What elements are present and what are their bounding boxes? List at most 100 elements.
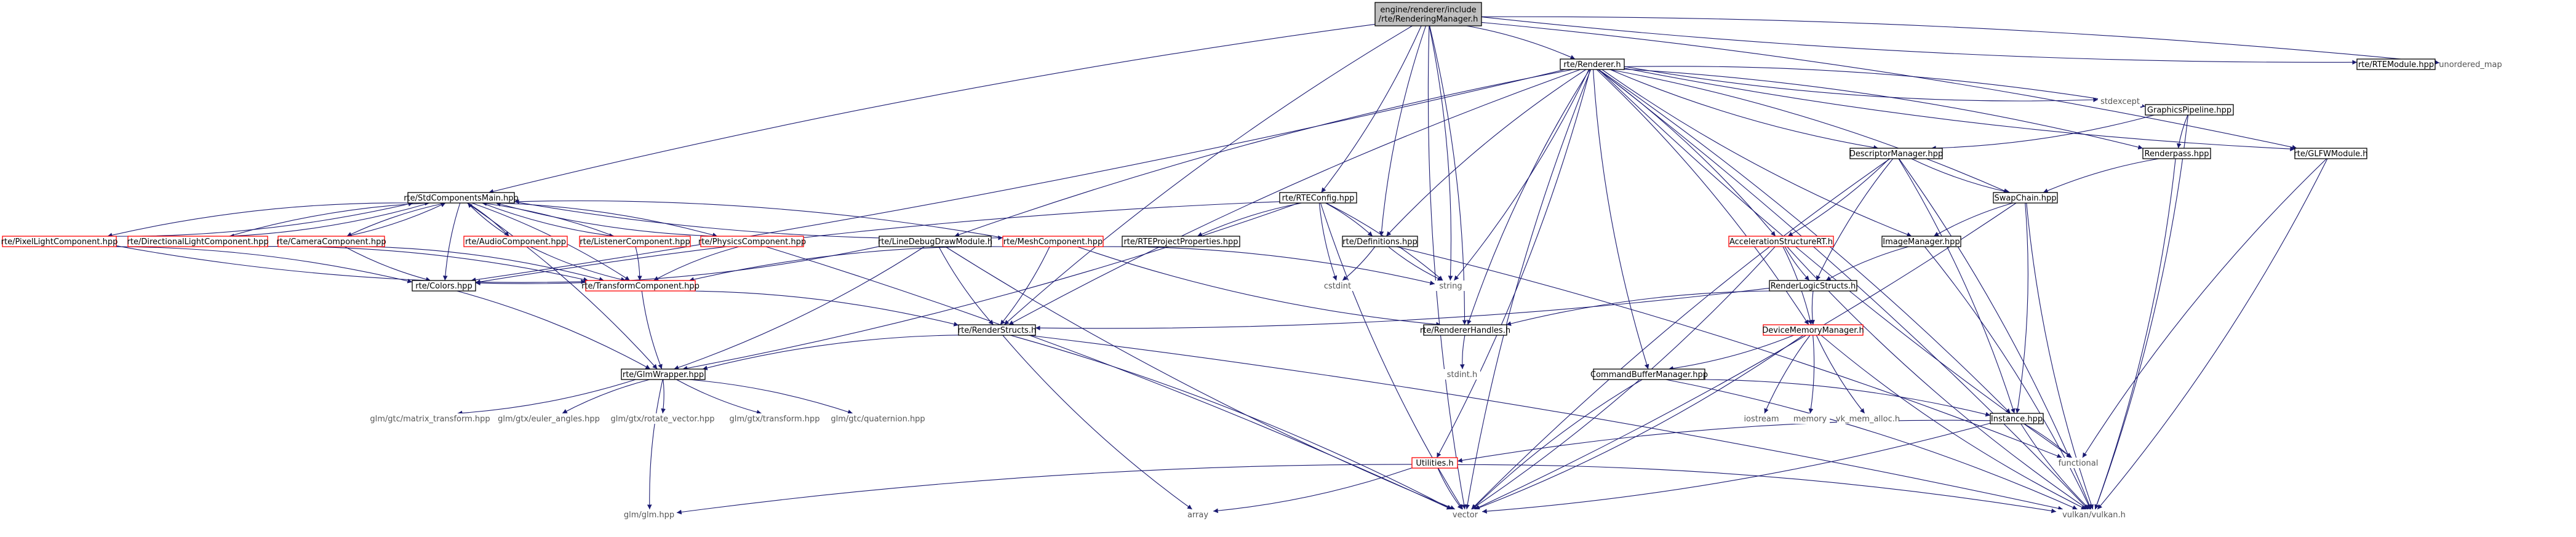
node-renderlogicstructs[interactable]: RenderLogicStructs.h bbox=[1769, 280, 1857, 292]
edge-renderlogicstructs-to-renderstructs bbox=[1035, 287, 1770, 331]
node-devicememory[interactable]: DeviceMemoryManager.h bbox=[1762, 324, 1864, 336]
node-listener[interactable]: rte/ListenerComponent.hpp bbox=[579, 236, 691, 247]
edge-utilities-to-array bbox=[1213, 467, 1413, 514]
node-root[interactable]: engine/renderer/include/rte/RenderingMan… bbox=[1374, 2, 1482, 26]
node-commandbuffer[interactable]: CommandBufferManager.hpp bbox=[1590, 368, 1708, 380]
node-label: string bbox=[1439, 282, 1462, 291]
node-box bbox=[1182, 509, 1213, 520]
edge-linedebug-to-renderstructs bbox=[938, 246, 994, 325]
node-mesh[interactable]: rte/MeshComponent.hpp bbox=[1002, 236, 1104, 247]
node-pixellight[interactable]: rte/PixelLightComponent.hpp bbox=[1, 236, 118, 247]
edge-root-to-rendererhandles bbox=[1429, 25, 1467, 325]
node-label: engine/renderer/include bbox=[1380, 6, 1476, 15]
edge-devicememory-to-vulkan bbox=[1820, 335, 2086, 510]
node-graphicspipeline[interactable]: GraphicsPipeline.hpp bbox=[2145, 104, 2234, 116]
node-renderpass[interactable]: Renderpass.hpp bbox=[2142, 148, 2211, 159]
edge-stdcomponents-to-glmwrapper bbox=[466, 202, 658, 370]
node-box bbox=[1560, 58, 1625, 70]
node-transform[interactable]: rte/TransformComponent.hpp bbox=[581, 280, 700, 292]
edge-glmwrapper-to-euler_angles bbox=[562, 379, 650, 414]
edge-renderer-to-functional bbox=[1598, 69, 2072, 458]
edge-descriptormanager-to-instance bbox=[1898, 158, 2016, 414]
node-accelerationstructure[interactable]: AccelerationStructureRT.h bbox=[1728, 236, 1834, 247]
node-box bbox=[2, 236, 117, 247]
node-colors[interactable]: rte/Colors.hpp bbox=[412, 280, 476, 292]
node-glmwrapper[interactable]: rte/GlmWrapper.hpp bbox=[621, 368, 706, 380]
edge-utilities-to-vulkan bbox=[1457, 464, 2057, 514]
node-vulkan: vulkan/vulkan.h bbox=[2056, 509, 2132, 520]
node-linedebug[interactable]: rte/LineDebugDrawModule.h bbox=[878, 236, 992, 247]
edge-root-to-stdcomponents bbox=[488, 23, 1376, 194]
edge-rteconfig-to-cstdint bbox=[1318, 202, 1338, 281]
node-rotate_vector: glm/gtx/rotate_vector.hpp bbox=[609, 413, 716, 424]
edge-graphicspipeline-to-descriptormanager bbox=[1931, 114, 2155, 151]
node-box bbox=[2294, 148, 2367, 159]
edge-renderer-to-rendererhandles bbox=[1467, 69, 1590, 325]
node-projectproperties[interactable]: rte/RTEProjectProperties.hpp bbox=[1122, 236, 1240, 247]
node-label: rte/GlmWrapper.hpp bbox=[623, 370, 704, 380]
node-label: cstdint bbox=[1324, 282, 1351, 291]
edge-directionallight-to-stdcomponents bbox=[229, 201, 430, 237]
node-box bbox=[1122, 236, 1240, 247]
edge-root-to-renderstructs bbox=[1003, 25, 1413, 325]
edge-glmwrapper-to-rotate_vector bbox=[661, 379, 666, 414]
node-renderer[interactable]: rte/Renderer.h bbox=[1560, 58, 1625, 70]
node-directionallight[interactable]: rte/DirectionalLightComponent.hpp bbox=[127, 236, 269, 247]
node-rteconfig[interactable]: rte/RTEConfig.hpp bbox=[1279, 192, 1357, 204]
edge-stdcomponents-to-directionallight bbox=[229, 202, 430, 239]
edge-swapchain-to-vector bbox=[1474, 202, 2017, 510]
edge-audio-to-stdcomponents bbox=[467, 202, 509, 237]
node-label: rte/PhysicsComponent.hpp bbox=[698, 237, 806, 247]
node-renderstructs[interactable]: rte/RenderStructs.h bbox=[958, 324, 1036, 336]
node-audio[interactable]: rte/AudioComponent.hpp bbox=[463, 236, 568, 247]
edge-renderer-to-string bbox=[1453, 69, 1590, 281]
node-utilities[interactable]: Utilities.h bbox=[1411, 457, 1458, 469]
edge-devicememory-to-commandbuffer bbox=[1668, 335, 1794, 371]
node-box bbox=[621, 368, 706, 380]
node-label: DeviceMemoryManager.h bbox=[1762, 326, 1864, 335]
node-label: CommandBufferManager.hpp bbox=[1590, 370, 1708, 380]
edge-camera-to-stdcomponents bbox=[346, 202, 446, 237]
node-physics[interactable]: rte/PhysicsComponent.hpp bbox=[698, 236, 806, 247]
node-matrix_transform: glm/gtc/matrix_transform.hpp bbox=[370, 413, 490, 424]
node-instance[interactable]: Instance.hpp bbox=[1990, 413, 2044, 424]
edge-glmwrapper-to-glmhpp bbox=[647, 379, 663, 510]
node-box bbox=[2356, 58, 2436, 70]
edge-rteconfig-to-colors bbox=[475, 201, 1280, 284]
node-vector: vector bbox=[1448, 509, 1482, 520]
node-rtemodule[interactable]: rte/RTEModule.hpp bbox=[2356, 58, 2436, 70]
node-box bbox=[579, 236, 691, 247]
edge-rteconfig-to-definitions bbox=[1325, 202, 1373, 237]
edge-swapchain-to-instance bbox=[2015, 202, 2028, 414]
edge-devicememory-to-vector bbox=[1475, 335, 1804, 510]
edge-glfwmodule-to-vulkan bbox=[2097, 158, 2328, 510]
file-nodes: engine/renderer/include/rte/RenderingMan… bbox=[1, 2, 2502, 520]
node-rendererhandles[interactable]: rte/RendererHandles.h bbox=[1420, 324, 1510, 336]
edge-glmwrapper-to-matrix_transform bbox=[457, 379, 636, 416]
node-stdcomponents[interactable]: rte/StdComponentsMain.hpp bbox=[404, 192, 519, 204]
node-label: memory bbox=[1793, 415, 1827, 424]
node-stdexcept: stdexcept bbox=[2098, 96, 2142, 106]
node-imagemanager[interactable]: ImageManager.hpp bbox=[1881, 236, 1961, 247]
node-camera[interactable]: rte/CameraComponent.hpp bbox=[276, 236, 386, 247]
node-definitions[interactable]: rte/Definitions.hpp bbox=[1342, 236, 1418, 247]
edge-definitions-to-string bbox=[1388, 246, 1443, 281]
edge-root-to-rteconfig bbox=[1321, 25, 1422, 193]
node-glfwmodule[interactable]: rte/GLFWModule.h bbox=[2294, 148, 2368, 159]
node-label: GraphicsPipeline.hpp bbox=[2147, 106, 2231, 115]
node-descriptormanager[interactable]: DescriptorManager.hpp bbox=[1849, 148, 1943, 159]
edge-instance-to-vector bbox=[1481, 423, 1991, 514]
node-box bbox=[127, 236, 268, 247]
node-swapchain[interactable]: SwapChain.hpp bbox=[1993, 192, 2058, 204]
node-box bbox=[1279, 192, 1357, 204]
edge-root-to-definitions bbox=[1379, 25, 1427, 237]
node-label: functional bbox=[2059, 459, 2099, 468]
node-box bbox=[2145, 104, 2234, 116]
edge-renderer-to-renderpass bbox=[1624, 68, 2143, 149]
node-label: rte/Colors.hpp bbox=[415, 282, 472, 291]
edge-renderstructs-to-array bbox=[1002, 335, 1193, 510]
edge-swapchain-to-imagemanager bbox=[1933, 202, 2013, 237]
edge-renderer-to-commandbuffer bbox=[1593, 69, 1649, 370]
node-functional: functional bbox=[2054, 458, 2102, 468]
node-box bbox=[609, 413, 716, 424]
